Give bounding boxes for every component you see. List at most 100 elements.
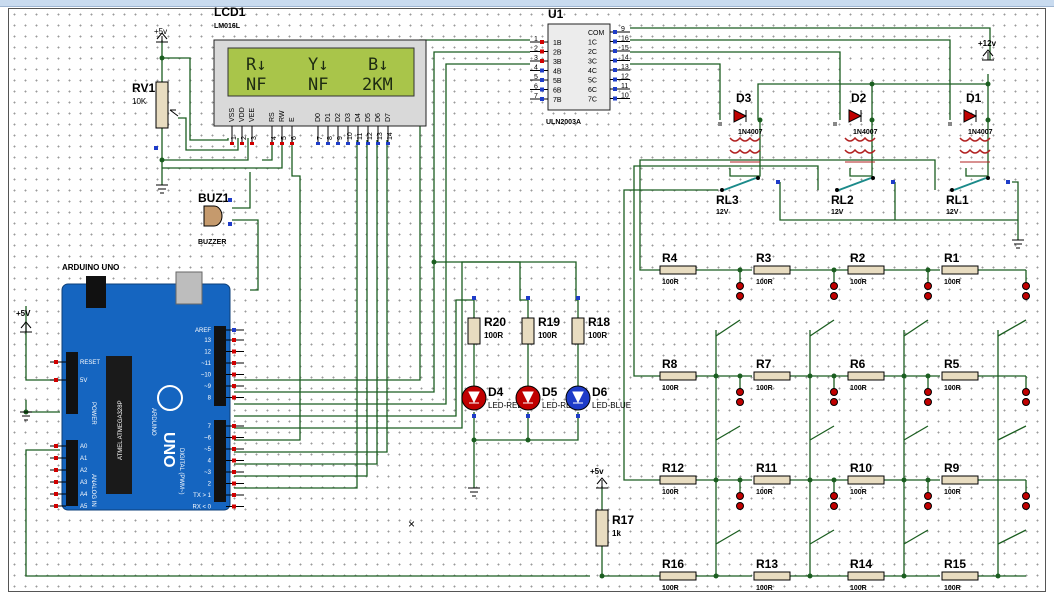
keypad-resistor-body (941, 371, 979, 381)
led-ref: D4 (488, 385, 504, 399)
rv1-wiper-icon (169, 109, 179, 117)
u1-right-pin-number: 9 (621, 26, 625, 33)
pin-marker-icon (232, 470, 236, 474)
pin-marker-icon (356, 142, 360, 145)
lcd-pin-number: 2 (241, 136, 248, 140)
rv1-supply-arrow-icon (156, 32, 168, 43)
keypad-resistor-value: 100R (944, 585, 961, 592)
pin-marker-icon (54, 378, 58, 382)
arduino-right-pin-label: ~11 (201, 361, 211, 367)
u1-right-pin-number: 16 (621, 36, 629, 43)
rv1-potentiometer[interactable]: +5v RV1 10K (132, 27, 179, 194)
led-symbol-icon (468, 391, 480, 404)
keypad-resistor-body (847, 371, 885, 381)
pin-marker-icon (54, 360, 58, 364)
power-header-icon (66, 352, 78, 414)
keypad-resistor-body (753, 571, 791, 581)
pin-marker-icon (540, 68, 544, 73)
keypad-resistor-value: 100R (662, 585, 679, 592)
u1-left-pin-number: 1 (534, 36, 538, 43)
r17-resistor[interactable]: +5v R17 1k (590, 467, 634, 547)
supply-left-label: +5V (16, 309, 31, 318)
keypad-button-icon (1022, 282, 1030, 290)
pin-marker-icon (833, 122, 837, 126)
keypad-resistor-body (753, 265, 791, 275)
keypad-button-icon (924, 282, 932, 290)
led-label: LED-BLUE (592, 401, 631, 410)
cursor-cross-icon: × (408, 517, 415, 531)
resistor-body (521, 317, 535, 345)
arduino-left-pin-label: A2 (80, 468, 88, 474)
r17-body (595, 509, 609, 547)
led-section: R20100RD4LED-REDR19100RD5LED-REDR18100RD… (461, 296, 631, 418)
arduino-right-pin-label: ~10 (201, 373, 212, 379)
pin-marker-icon (540, 78, 544, 82)
relay-contact (720, 188, 724, 192)
u1-driver[interactable]: U1 1B12B23B34B45B56B67B7COM91C162C153C14… (530, 7, 630, 126)
keypad-resistor-value: 100R (944, 489, 961, 496)
pin-marker-icon (316, 142, 320, 145)
arduino-group-label: ANALOG IN (90, 474, 96, 507)
buzzer-value: BUZZER (198, 239, 226, 246)
led-resistor-value: 100R (484, 331, 503, 340)
keypad-resistor-body (847, 265, 885, 275)
lcd-line2-text: 2KM (362, 75, 393, 95)
arduino-uno-board[interactable]: ARDUINO UNO ATMEL ATMEGA328P ARDUINO UNO… (50, 263, 244, 511)
led-resistor-ref: R19 (538, 315, 560, 329)
keypad-resistor-body (753, 475, 791, 485)
supply-arrow-icon (20, 321, 32, 333)
pin-marker-icon (232, 481, 236, 486)
r17-value: 1k (612, 529, 621, 538)
keypad-button-icon (830, 492, 838, 500)
pin-marker-icon (232, 349, 236, 354)
led-resistor-ref: R18 (588, 315, 610, 329)
pin-marker-icon (540, 59, 544, 63)
u1-right-pin-label: 7C (588, 97, 597, 104)
pin-marker-icon (540, 49, 544, 54)
relay-value: 12V (831, 209, 844, 216)
pin-marker-icon (232, 395, 236, 400)
relay-coil-icon (729, 136, 761, 154)
lcd-pin-number: 12 (367, 132, 374, 140)
lcd-pin-label: D4 (355, 113, 362, 122)
keypad-resistor-ref: R2 (850, 251, 866, 265)
keypad-resistor-value: 100R (850, 279, 867, 286)
keypad-button-icon (830, 292, 838, 300)
lcd-pin-label: D5 (365, 113, 372, 122)
pin-marker-icon (232, 361, 236, 365)
u1-right-pin-label: COM (588, 30, 605, 37)
relay-switch-icon (953, 177, 987, 191)
keypad-resistor-body (659, 571, 697, 581)
lcd-line2-text: NF (308, 75, 328, 95)
led-label: LED-RED (488, 401, 523, 410)
keypad-button-icon (1022, 492, 1030, 500)
window-top-bar (0, 0, 1054, 7)
pin-marker-icon (376, 142, 380, 145)
pin-marker-icon (526, 296, 530, 300)
arduino-right-pin-label: TX > 1 (193, 493, 212, 499)
keypad-button-icon (924, 492, 932, 500)
keypad-button-icon (736, 292, 744, 300)
lcd-line1-text: B↓ (368, 55, 388, 75)
keypad-button-icon (1022, 398, 1030, 406)
keypad-button-icon (924, 502, 932, 510)
lcd-pin-label: RW (279, 110, 286, 122)
arduino-left-pin-label: RESET (80, 360, 100, 366)
pin-marker-icon (613, 77, 617, 82)
u1-ref: U1 (548, 7, 564, 21)
u1-right-pin-number: 15 (621, 45, 629, 52)
u1-right-pin-number: 12 (621, 74, 629, 81)
relay-contact (950, 188, 954, 192)
buzzer[interactable]: BUZ1 BUZZER (198, 191, 232, 246)
keypad-resistor-value: 100R (662, 279, 679, 286)
keypad-resistor-body (659, 475, 697, 485)
pin-marker-icon (232, 372, 236, 377)
led-ref: D6 (592, 385, 608, 399)
lcd-part: LM016L (214, 23, 241, 30)
arduino-right-pin-label: 2 (208, 482, 212, 488)
pin-marker-icon (540, 40, 544, 44)
diode-part: 1N4007 (968, 129, 993, 136)
